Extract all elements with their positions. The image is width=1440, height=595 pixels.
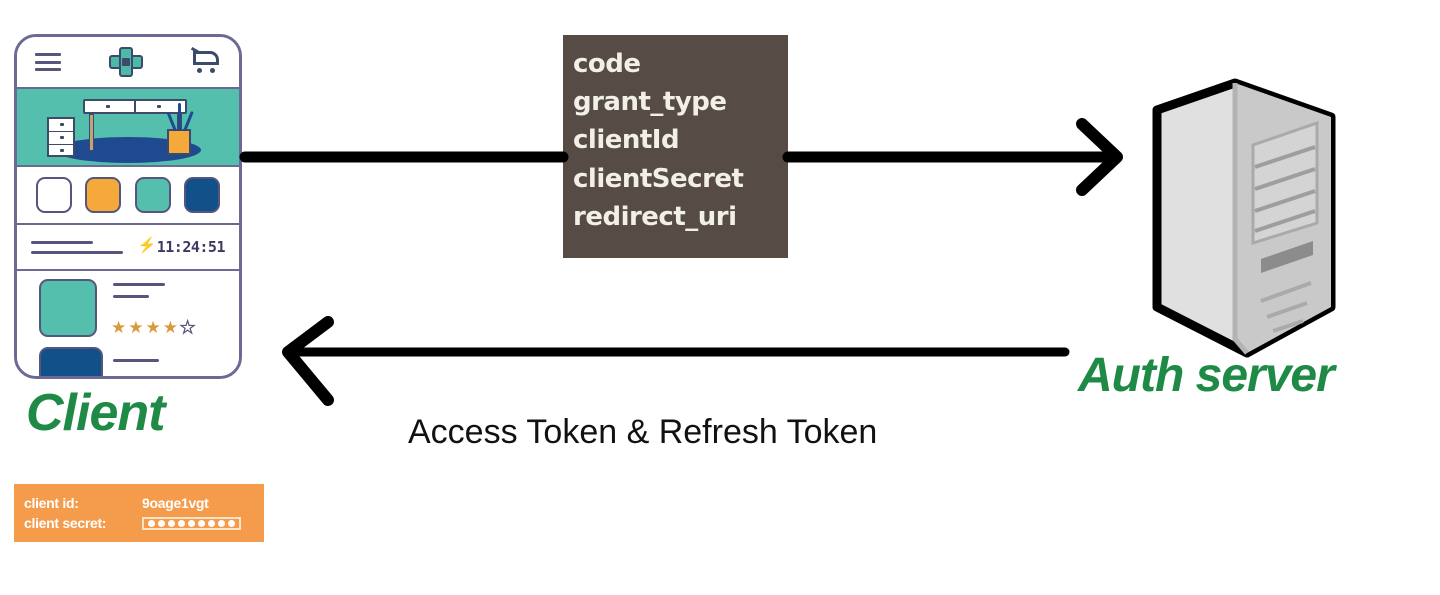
payload-param: code	[573, 49, 641, 79]
app-logo-icon	[109, 47, 143, 77]
desk-leg-left	[89, 114, 94, 151]
app-header	[17, 37, 239, 89]
client-secret-masked-field[interactable]	[142, 516, 241, 530]
desk-knob-right	[157, 105, 161, 108]
client-app-mockup: ⚡ 11:24:51 ★ ★ ★ ★ ★	[14, 34, 242, 379]
plant-pot-shape	[167, 129, 191, 155]
countdown-timer: ⚡ 11:24:51	[137, 237, 226, 256]
swatch-orange[interactable]	[85, 177, 122, 213]
response-label: Access Token & Refresh Token	[408, 413, 878, 451]
client-secret-row: client secret:	[24, 515, 256, 531]
timer-value: 11:24:51	[156, 238, 226, 256]
product-row[interactable]: ★ ★ ★ ★ ★	[17, 271, 239, 376]
payload-param: grant_type	[573, 87, 727, 118]
client-secret-label: client secret:	[24, 515, 107, 531]
request-arrowhead	[1076, 118, 1123, 196]
drawers-shape	[47, 117, 75, 157]
product-text-lines	[113, 283, 165, 298]
client-id-label: client id:	[24, 495, 79, 511]
star-filled: ★	[145, 318, 161, 337]
product-thumbnail-secondary	[39, 347, 103, 376]
response-arrowhead	[282, 316, 334, 406]
meta-row: ⚡ 11:24:51	[17, 225, 239, 271]
payload-param: redirect_uri	[573, 201, 737, 232]
server-tower-icon	[1152, 78, 1336, 358]
client-id-row: client id: 9oage1vgt	[24, 495, 256, 511]
desk-knob-left	[106, 105, 110, 108]
color-swatch-row	[17, 167, 239, 225]
plant-leaves-shape	[166, 101, 194, 132]
request-payload-box: code grant_type clientId clientSecret re…	[563, 35, 788, 258]
product-thumbnail	[39, 279, 97, 337]
swatch-blue[interactable]	[184, 177, 221, 213]
swatch-white[interactable]	[35, 177, 72, 213]
placeholder-lines	[31, 240, 123, 254]
hamburger-icon[interactable]	[35, 53, 61, 71]
desk-divider-shape	[134, 99, 136, 114]
flash-icon: ⚡	[137, 237, 157, 254]
auth-server-label: Auth server	[1078, 349, 1335, 402]
shopping-cart-icon[interactable]	[190, 46, 221, 75]
product-text-line-secondary	[113, 359, 159, 362]
client-credentials-box: client id: 9oage1vgt client secret:	[14, 484, 264, 542]
payload-param: clientId	[573, 125, 680, 156]
swatch-teal[interactable]	[134, 177, 171, 213]
client-label: Client	[26, 384, 165, 442]
rating-stars: ★ ★ ★ ★ ★	[111, 318, 196, 337]
banner-illustration	[17, 89, 239, 167]
star-filled: ★	[128, 318, 144, 337]
payload-param: clientSecret	[573, 163, 744, 194]
star-filled: ★	[111, 318, 127, 337]
client-id-value: 9oage1vgt	[142, 495, 209, 511]
star-filled: ★	[162, 318, 178, 337]
star-empty: ★	[179, 318, 196, 337]
